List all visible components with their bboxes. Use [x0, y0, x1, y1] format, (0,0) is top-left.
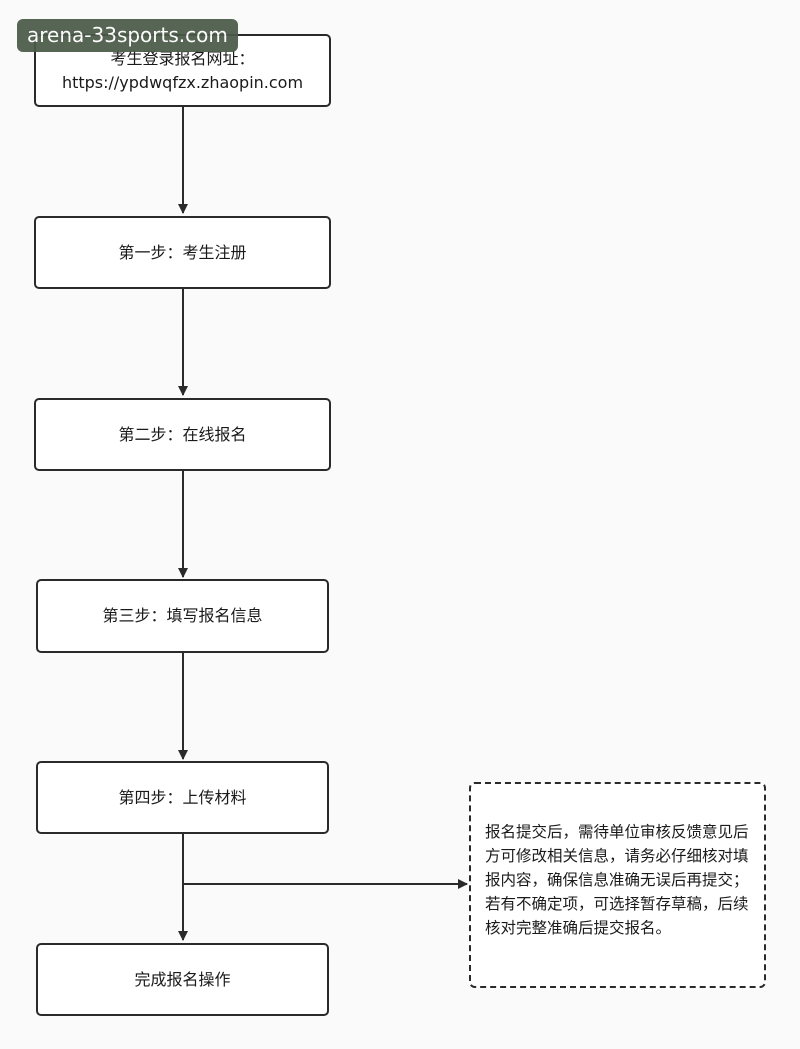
finish-box: 完成报名操作	[36, 943, 329, 1016]
note-box: 报名提交后，需待单位审核反馈意见后方可修改相关信息，请务必仔细核对填报内容，确保…	[469, 782, 766, 988]
entry-url: https://ypdwqfzx.zhaopin.com	[61, 72, 304, 92]
entry-label: 考生登录报名网址：	[110, 48, 255, 68]
step-3-label: 第三步：填写报名信息	[102, 606, 263, 625]
step-2-label: 第二步：在线报名	[118, 424, 247, 444]
note-text: 报名提交后，需待单位审核反馈意见后方可修改相关信息，请务必仔细核对填报内容，确保…	[485, 823, 749, 937]
step-3-box: 第三步：填写报名信息	[36, 579, 329, 653]
step-1-label: 第一步：考生注册	[118, 242, 247, 262]
finish-label: 完成报名操作	[134, 969, 231, 989]
step-2-box: 第二步：在线报名	[34, 398, 331, 471]
watermark-badge: arena-33sports.com	[17, 19, 238, 52]
step-1-box: 第一步：考生注册	[34, 216, 331, 289]
step-4-label: 第四步：上传材料	[118, 787, 247, 807]
step-4-box: 第四步：上传材料	[36, 761, 329, 834]
